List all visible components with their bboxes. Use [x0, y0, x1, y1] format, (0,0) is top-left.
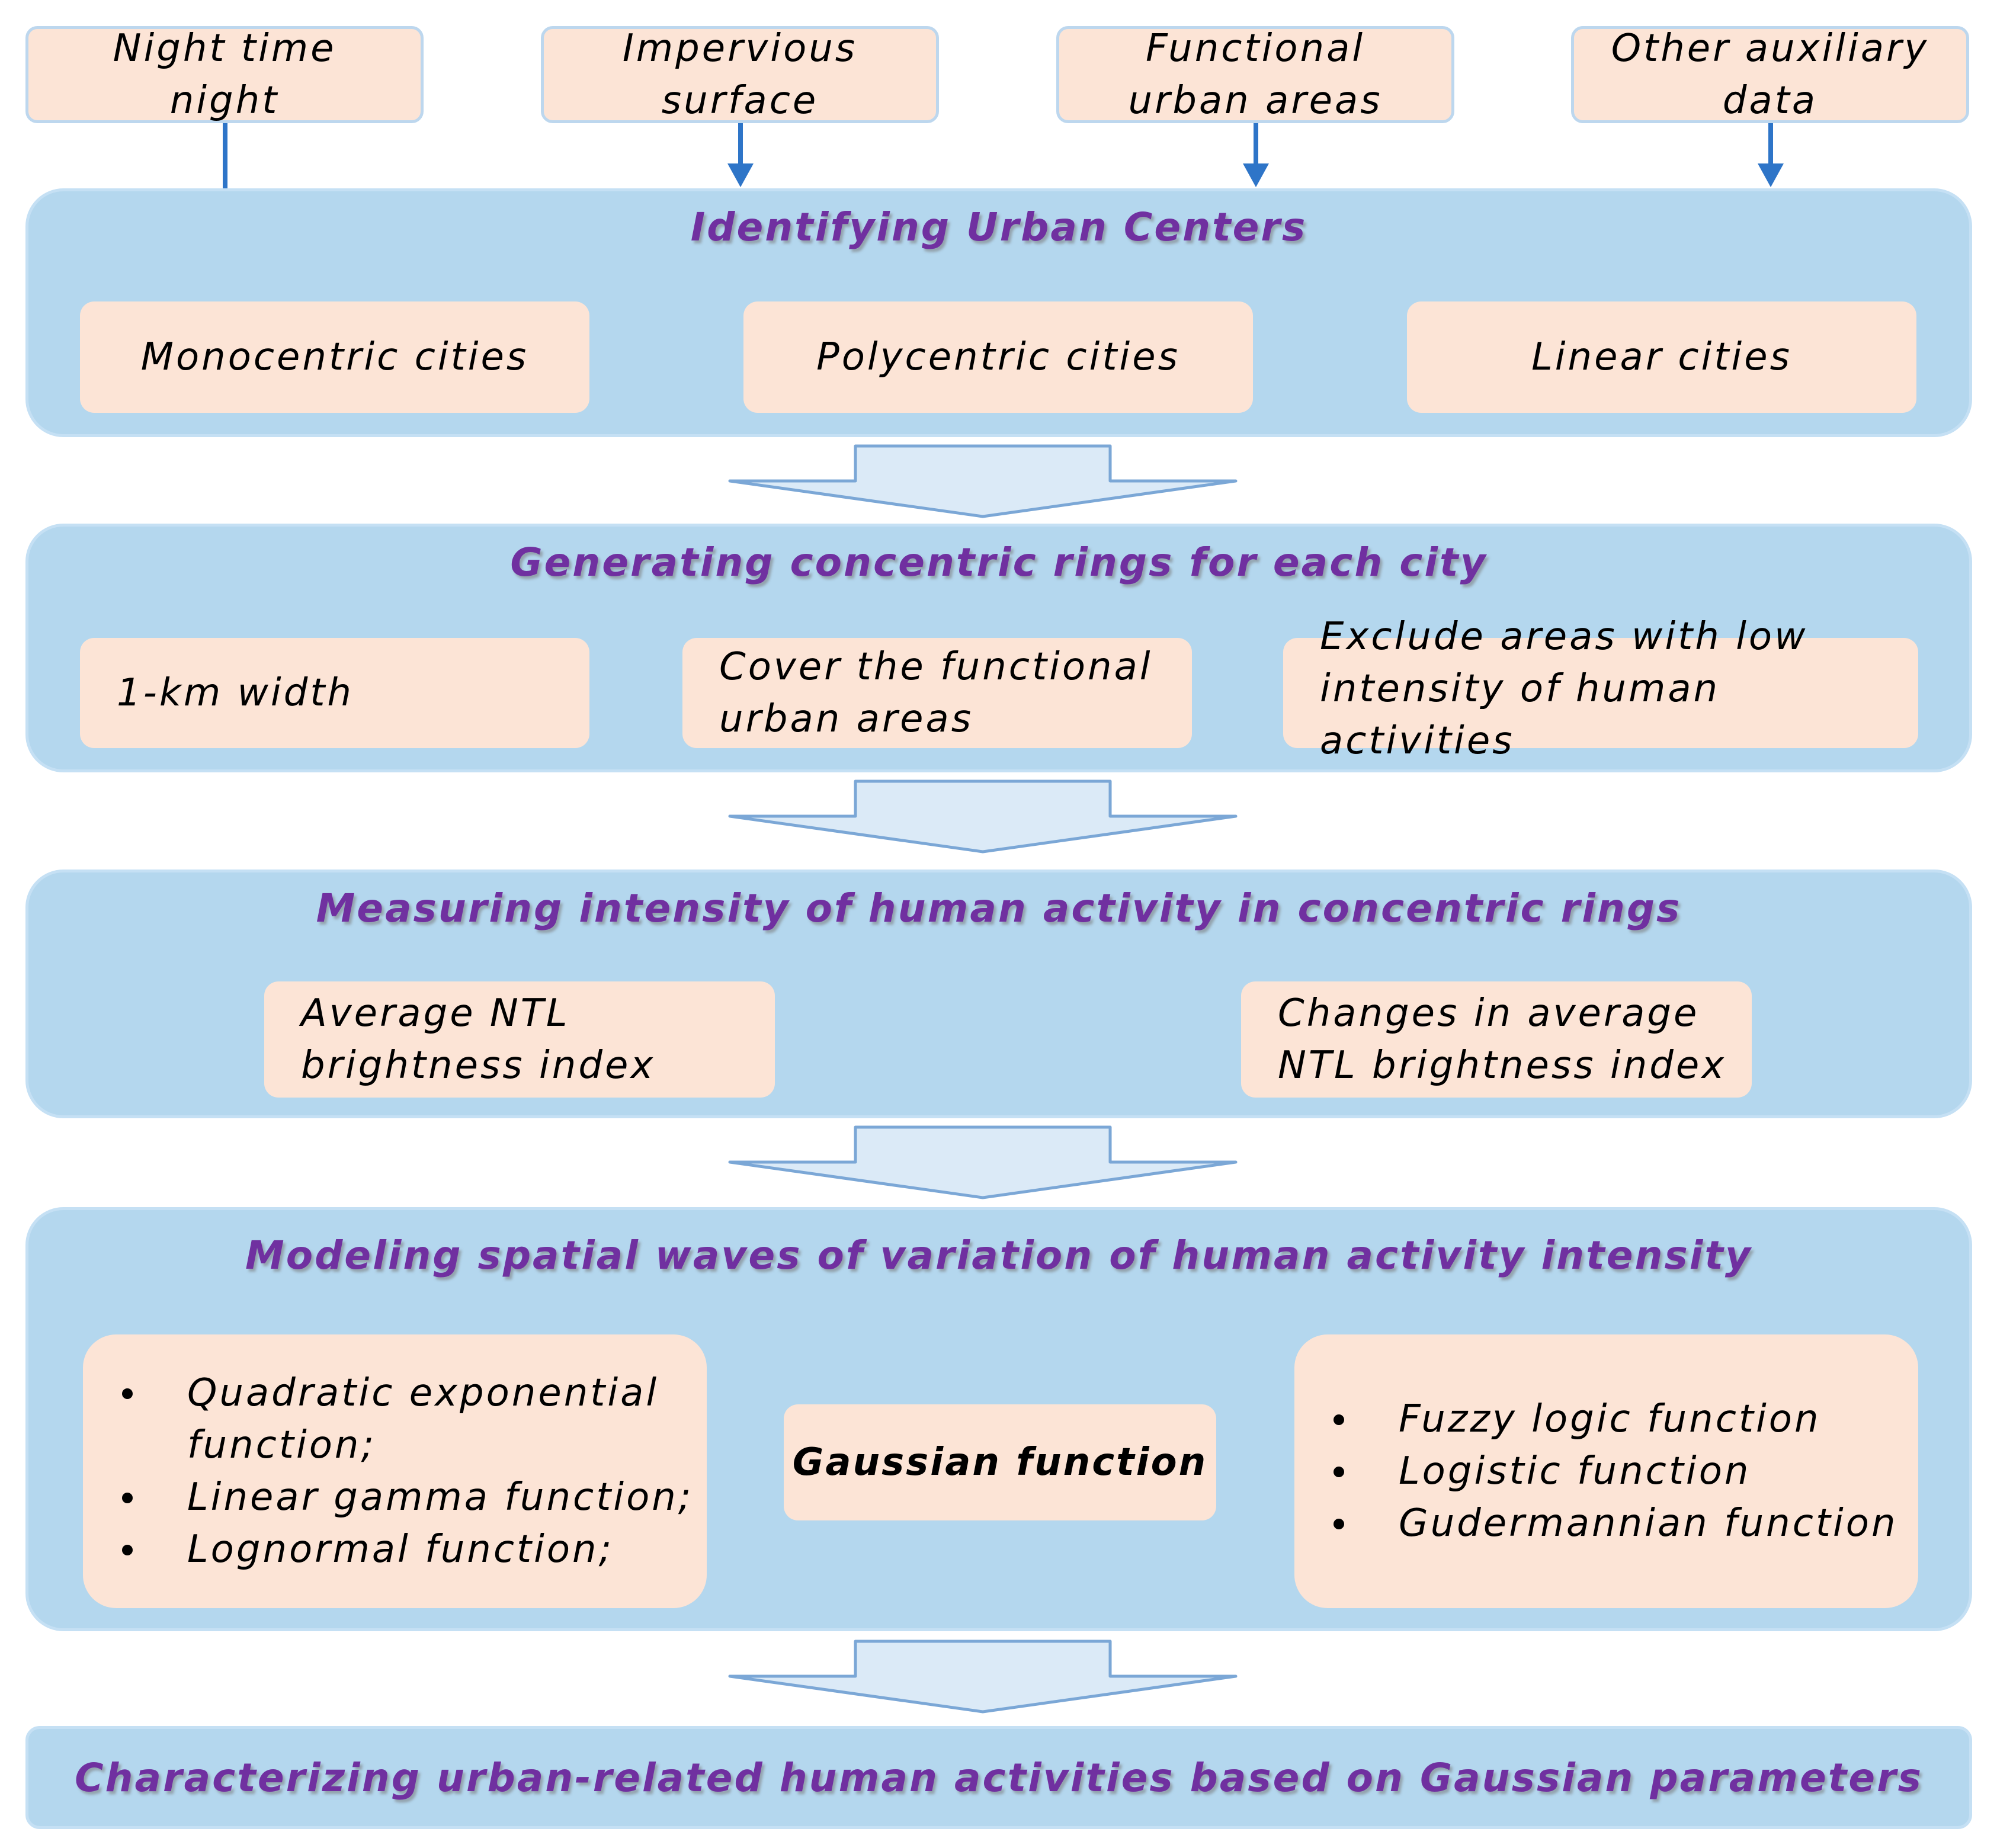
box-line: Cover the functional	[719, 645, 1153, 689]
box-gaussian-function: Gaussian function	[784, 1404, 1216, 1520]
box-line: brightness index	[301, 1044, 656, 1087]
box-right-functions: Fuzzy logic function Logistic function G…	[1294, 1334, 1918, 1608]
input-label-line1: Other auxiliary	[1611, 27, 1929, 70]
input-label-line1: Impervious	[622, 27, 858, 70]
stage-modeling-spatial-waves: Modeling spatial waves of variation of h…	[25, 1207, 1972, 1631]
input-label-line1: Functional	[1145, 27, 1365, 70]
list-item-label: Quadratic exponential function;	[187, 1371, 659, 1467]
box-1km-width: 1-km width	[80, 638, 589, 748]
stage-characterizing-activities: Characterizing urban-related human activ…	[25, 1726, 1972, 1829]
stage-identifying-urban-centers: Identifying Urban Centers Monocentric ci…	[25, 188, 1972, 437]
box-exclude-text: Exclude areas with low intensity of huma…	[1320, 611, 1807, 767]
bullet-icon	[122, 1545, 133, 1555]
bullet-icon	[122, 1388, 133, 1399]
down-arrow-icon	[1243, 123, 1269, 187]
box-linear-cities: Linear cities	[1407, 301, 1916, 413]
flow-arrow-icon	[728, 779, 1238, 854]
bullet-icon	[122, 1493, 133, 1503]
input-label-line2: data	[1722, 79, 1818, 123]
list-item-label: Lognormal function;	[187, 1528, 614, 1571]
box-line: Exclude areas with low	[1320, 615, 1808, 659]
list-item: Fuzzy logic function	[1294, 1393, 1898, 1445]
down-arrow-icon	[1758, 123, 1784, 187]
input-label-line1: Night time	[113, 27, 336, 70]
stage-generating-concentric-rings: Generating concentric rings for each cit…	[25, 524, 1972, 772]
stage-title: Identifying Urban Centers	[690, 204, 1307, 250]
input-label-line2: surface	[661, 79, 819, 123]
box-line: NTL brightness index	[1278, 1044, 1727, 1087]
down-arrow-icon	[727, 123, 754, 187]
input-label-line2: night	[169, 79, 280, 123]
list-item-label: Logistic function	[1399, 1449, 1751, 1493]
box-cover-functional-urban-areas: Cover the functional urban areas	[682, 638, 1192, 748]
function-list: Fuzzy logic function Logistic function G…	[1294, 1393, 1898, 1549]
list-item: Gudermannian function	[1294, 1497, 1898, 1549]
stage-title: Modeling spatial waves of variation of h…	[245, 1233, 1752, 1278]
list-item-label: Linear gamma function;	[187, 1475, 694, 1519]
box-line: Average NTL	[301, 992, 570, 1035]
list-item: Logistic function	[1294, 1445, 1898, 1497]
box-line: intensity of human	[1320, 667, 1720, 711]
list-item-label: Fuzzy logic function	[1399, 1397, 1821, 1441]
stage-title: Generating concentric rings for each cit…	[510, 540, 1488, 585]
list-item-label: Gudermannian function	[1399, 1502, 1898, 1545]
bullet-icon	[1334, 1519, 1344, 1529]
input-box-functional-urban-areas: Functional urban areas	[1056, 26, 1454, 123]
box-line: Changes in average	[1278, 992, 1700, 1035]
stage-measuring-intensity: Measuring intensity of human activity in…	[25, 870, 1972, 1118]
box-line: urban areas	[719, 697, 974, 741]
list-item: Quadratic exponential function;	[83, 1367, 679, 1471]
flow-arrow-icon	[728, 1125, 1238, 1199]
input-box-other-auxiliary-data: Other auxiliary data	[1571, 26, 1969, 123]
bullet-icon	[1334, 1467, 1344, 1477]
list-item: Lognormal function;	[83, 1523, 693, 1576]
box-line: activities	[1320, 719, 1515, 763]
box-polycentric-cities: Polycentric cities	[743, 301, 1253, 413]
stage-title: Measuring intensity of human activity in…	[316, 886, 1682, 931]
input-label-line2: urban areas	[1128, 79, 1383, 123]
list-item: Linear gamma function;	[83, 1471, 693, 1523]
bullet-icon	[1334, 1414, 1344, 1425]
function-list: Quadratic exponential function; Linear g…	[83, 1367, 693, 1576]
flow-arrow-icon	[728, 1640, 1238, 1714]
input-box-night-time: Night time night	[25, 26, 424, 123]
input-box-impervious-surface: Impervious surface	[541, 26, 939, 123]
box-left-functions: Quadratic exponential function; Linear g…	[83, 1334, 707, 1608]
box-monocentric-cities: Monocentric cities	[80, 301, 589, 413]
box-exclude-low-intensity-areas	[1283, 638, 1918, 748]
box-average-ntl-brightness: Average NTL brightness index	[264, 981, 775, 1098]
flow-arrow-icon	[728, 444, 1238, 518]
stage-title: Characterizing urban-related human activ…	[75, 1755, 1923, 1801]
